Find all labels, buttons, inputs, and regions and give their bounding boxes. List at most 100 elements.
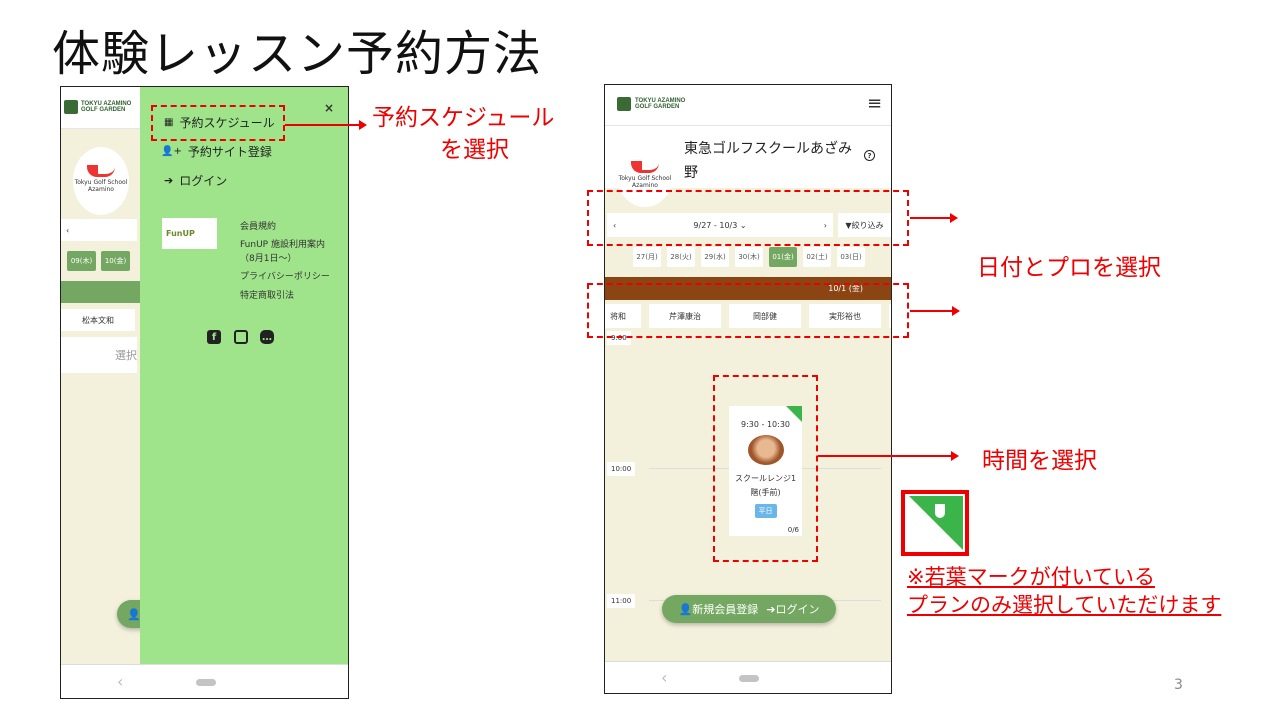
back-icon[interactable]: ‹	[117, 672, 124, 691]
time-label: 10:00	[607, 462, 636, 476]
user-plus-icon: 👤+	[161, 146, 182, 157]
lesson-place: スクールレンジ1	[734, 474, 797, 483]
facebook-icon[interactable]: f	[207, 330, 221, 344]
date-button[interactable]: 03(日)	[837, 247, 865, 267]
date-button[interactable]: 28(火)	[667, 247, 695, 267]
date-range: 9/27 - 10/3	[693, 220, 738, 230]
highlight-pro	[587, 283, 909, 338]
pro-avatar	[747, 435, 784, 465]
logo-line: TOKYU AZAMINO	[635, 98, 686, 104]
register-label: 新規会員登録	[692, 603, 759, 616]
link-commercial-law[interactable]: 特定商取引法	[240, 291, 295, 301]
hamburger-menu-icon[interactable]: ≡	[867, 93, 883, 114]
logo-line: TOKYU AZAMINO	[81, 101, 132, 107]
menu-label: ログイン	[179, 174, 228, 188]
prev-week-icon[interactable]: ‹	[613, 220, 617, 230]
menu-item-login[interactable]: ➔ ログイン	[164, 172, 227, 189]
arrow-icon	[285, 120, 367, 130]
date-range-dropdown[interactable]: 9/27 - 10/3 ⌄	[693, 220, 747, 230]
date-buttons: 27(月) 28(火) 29(水) 30(木) 01(金) 02(土) 03(日)	[633, 247, 865, 267]
menu-item-schedule[interactable]: ▦ 予約スケジュール	[164, 114, 275, 131]
annotation-schedule-2: を選択	[440, 137, 509, 163]
menu-label: 予約サイト登録	[187, 145, 272, 159]
logo-text: Tokyu Golf School	[618, 175, 672, 182]
capacity: 0/6	[787, 526, 799, 534]
pro-tab[interactable]: 松本文和	[61, 309, 135, 331]
lesson-time: 9:30 - 10:30	[741, 420, 790, 429]
note-line: プランのみ選択していただけます	[907, 593, 1222, 617]
annotation-time: 時間を選択	[982, 448, 1097, 474]
home-icon[interactable]	[739, 675, 759, 682]
pro-tab[interactable]: 岡部健	[729, 304, 801, 328]
filter-button[interactable]: ▼絞り込み	[838, 213, 891, 237]
arrow-icon	[910, 306, 960, 316]
week-selector[interactable]: ‹ 9/27 - 10/3 ⌄ ›	[607, 213, 833, 237]
date-button[interactable]: 30(木)	[735, 247, 763, 267]
date-button[interactable]: 29(水)	[701, 247, 729, 267]
pro-tab[interactable]	[889, 304, 891, 328]
link-privacy[interactable]: プライバシーポリシー	[240, 272, 330, 282]
login-icon: ➔	[164, 174, 174, 187]
annotation-date-pro: 日付とプロを選択	[977, 255, 1161, 281]
select-prompt: 選択	[61, 337, 137, 373]
highlight-lesson	[713, 375, 818, 562]
page-number: 3	[1174, 677, 1183, 693]
logo-text: Tokyu Golf School	[74, 179, 128, 186]
slide-title: 体験レッスン予約方法	[52, 26, 543, 82]
pro-tab[interactable]: 将和	[605, 304, 641, 328]
android-nav-bar: ‹	[605, 661, 891, 693]
weekday-badge: 平日	[754, 504, 777, 518]
lesson-place: 階(手前)	[750, 488, 781, 497]
side-drawer: × ▦ 予約スケジュール 👤+ 予約サイト登録 ➔ ログイン FunUP 会員規約 F…	[140, 87, 348, 664]
login-button[interactable]: ➔ログイン	[766, 603, 820, 616]
funup-logo[interactable]: FunUP	[162, 218, 217, 249]
next-week-icon[interactable]: ›	[823, 220, 827, 230]
logo-text: Azamino	[632, 182, 658, 189]
date-button[interactable]: 10(金)	[101, 251, 130, 271]
note-line: ※若葉マークが付いている	[907, 565, 1155, 589]
filter-label: 絞り込み	[851, 220, 884, 230]
help-icon[interactable]: ?	[864, 150, 875, 161]
highlight-date	[587, 190, 909, 246]
close-icon[interactable]: ×	[324, 101, 335, 115]
week-nav[interactable]: ‹	[61, 219, 137, 241]
login-label: ログイン	[775, 603, 820, 616]
logo-line: GOLF GARDEN	[81, 107, 126, 113]
line-icon[interactable]: …	[260, 330, 274, 344]
link-membership-terms[interactable]: 会員規約	[240, 222, 277, 232]
day-bar	[61, 281, 141, 303]
beginner-mark-example	[901, 490, 969, 556]
home-icon[interactable]	[196, 679, 216, 686]
arrow-icon	[818, 451, 959, 461]
day-header-bar: 10/1 (金)	[605, 277, 891, 300]
time-label: 9:00	[607, 331, 631, 345]
annotation-schedule: 予約スケジュール	[372, 105, 555, 131]
logo-text: Azamino	[88, 186, 114, 193]
school-name: 東急ゴルフスクールあざみ野	[684, 137, 852, 185]
link-funup-guide[interactable]: FunUP 施設利用案内	[240, 240, 325, 250]
pro-tab[interactable]: 実形裕也	[809, 304, 881, 328]
instagram-icon[interactable]	[234, 330, 248, 344]
calendar-icon: ▦	[164, 117, 174, 128]
filter-icon: ▼	[845, 220, 852, 230]
android-nav-bar: ‹	[61, 664, 348, 698]
beginner-mark-icon	[786, 406, 802, 422]
date-button[interactable]: 27(月)	[633, 247, 661, 267]
arrow-icon	[910, 213, 958, 223]
link-funup-guide-date[interactable]: （8月1日〜）	[240, 254, 297, 264]
back-icon[interactable]: ‹	[661, 668, 668, 687]
register-button[interactable]: 👤新規会員登録	[678, 603, 759, 616]
bottom-fab: 👤新規会員登録 ➔ログイン	[662, 595, 836, 623]
menu-label: 予約スケジュール	[179, 116, 275, 130]
date-button[interactable]: 01(金)	[769, 247, 797, 267]
lesson-card[interactable]: 9:30 - 10:30 スクールレンジ1 階(手前) 平日 0/6	[729, 406, 802, 536]
date-button[interactable]: 02(土)	[803, 247, 831, 267]
date-button[interactable]: 09(木)	[67, 251, 96, 271]
pro-tab[interactable]: 芹澤康治	[649, 304, 721, 328]
menu-item-register[interactable]: 👤+ 予約サイト登録	[161, 143, 272, 160]
